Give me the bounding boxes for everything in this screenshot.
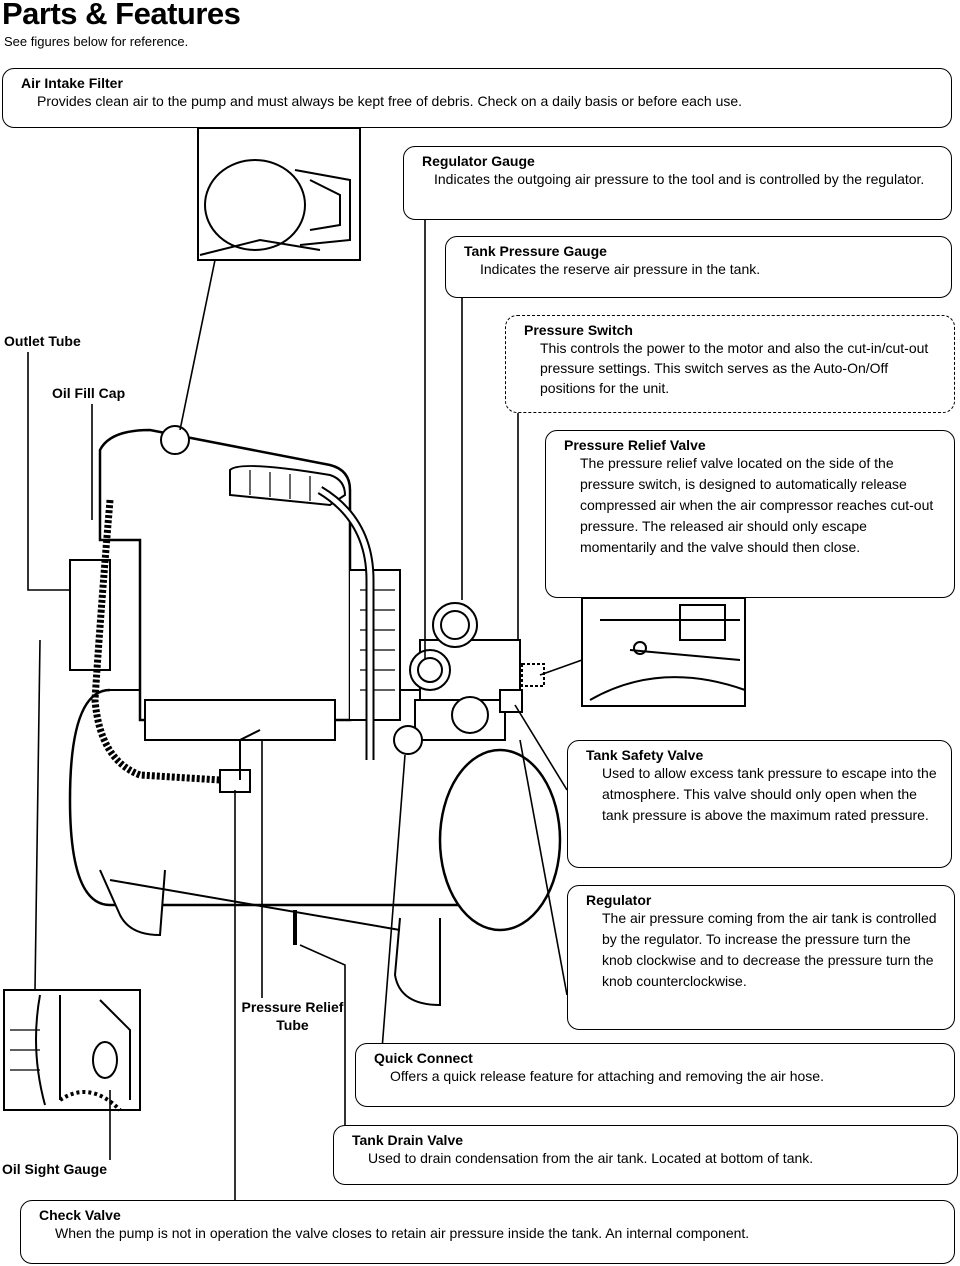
- callout-title: Tank Drain Valve: [352, 1132, 464, 1148]
- callout-title: Tank Safety Valve: [586, 747, 704, 763]
- callout-title: Pressure Switch: [524, 322, 633, 338]
- callout-text: When the pump is not in operation the va…: [55, 1225, 750, 1241]
- gauge-manifold: [393, 602, 523, 755]
- label-outlet-tube: Outlet Tube: [4, 333, 81, 349]
- callout-title: Tank Pressure Gauge: [464, 243, 607, 259]
- callout-quick-connect: Quick Connect Offers a quick release fea…: [355, 1043, 955, 1107]
- callout-tank-safety-valve: Tank Safety Valve Used to allow excess t…: [567, 740, 952, 868]
- callout-check-valve: Check Valve When the pump is not in oper…: [20, 1200, 955, 1264]
- callout-regulator-gauge: Regulator Gauge Indicates the outgoing a…: [403, 146, 952, 220]
- label-oil-sight-gauge: Oil Sight Gauge: [2, 1161, 108, 1177]
- page-title: Parts & Features: [2, 0, 241, 31]
- label-pressure-relief-tube: Pressure Relief Tube: [241, 999, 344, 1033]
- callout-pressure-relief-valve: Pressure Relief Valve The pressure relie…: [545, 430, 955, 598]
- callout-air-intake-filter: Air Intake Filter Provides clean air to …: [2, 68, 952, 128]
- callout-text: This controls the power to the motor and…: [540, 340, 929, 396]
- callout-title: Pressure Relief Valve: [564, 437, 706, 453]
- pressure-relief-inset: [521, 597, 746, 707]
- air-intake-inset: [197, 127, 361, 261]
- callout-text: Indicates the outgoing air pressure to t…: [434, 171, 925, 187]
- callout-regulator: Regulator The air pressure coming from t…: [567, 885, 955, 1030]
- callout-title: Quick Connect: [374, 1050, 473, 1066]
- callout-tank-pressure-gauge: Tank Pressure Gauge Indicates the reserv…: [445, 236, 952, 298]
- callout-text: The air pressure coming from the air tan…: [602, 910, 937, 989]
- callout-text: Offers a quick release feature for attac…: [390, 1068, 824, 1084]
- callout-text: The pressure relief valve located on the…: [580, 455, 934, 555]
- label-oil-fill-cap: Oil Fill Cap: [52, 385, 126, 401]
- oil-sight-inset: [3, 989, 141, 1112]
- callout-text: Indicates the reserve air pressure in th…: [480, 261, 761, 277]
- callout-title: Check Valve: [39, 1207, 121, 1223]
- callout-tank-drain-valve: Tank Drain Valve Used to drain condensat…: [333, 1125, 958, 1185]
- callout-text: Provides clean air to the pump and must …: [37, 93, 743, 109]
- page-subtitle: See figures below for reference.: [4, 34, 189, 49]
- pump-shroud: [69, 425, 401, 793]
- callout-title: Regulator Gauge: [422, 153, 535, 169]
- callout-title: Regulator: [586, 892, 652, 908]
- callout-title: Air Intake Filter: [21, 75, 123, 91]
- callout-text: Used to drain condensation from the air …: [368, 1150, 814, 1166]
- callout-text: Used to allow excess tank pressure to es…: [602, 765, 937, 823]
- callout-pressure-switch: Pressure Switch This controls the power …: [505, 315, 955, 413]
